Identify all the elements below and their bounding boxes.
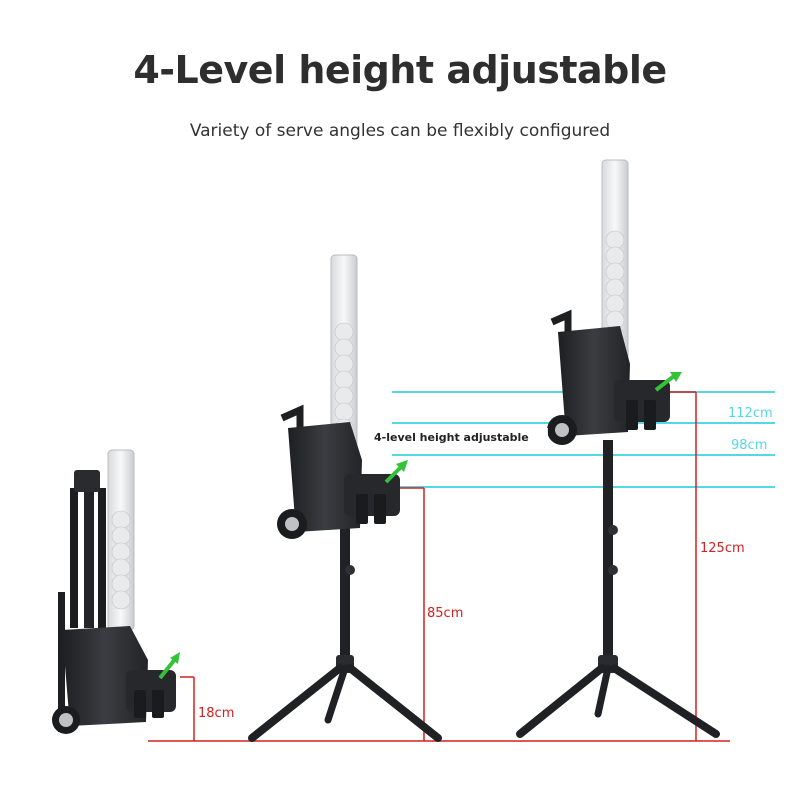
measure-label-125cm: 125cm [700, 541, 745, 556]
height-callout-label: 4-level height adjustable [374, 431, 529, 444]
measure-label-18cm: 18cm [198, 706, 234, 721]
page-title: 4-Level height adjustable [133, 48, 667, 92]
machine-tall [516, 159, 720, 738]
machine-floor [52, 449, 180, 734]
measure-label-85cm: 85cm [427, 606, 463, 621]
machine-medium [248, 254, 442, 742]
measure-label-98cm: 98cm [731, 438, 767, 453]
page-subtitle: Variety of serve angles can be flexibly … [189, 121, 611, 141]
measure-label-112cm: 112cm [728, 406, 773, 421]
